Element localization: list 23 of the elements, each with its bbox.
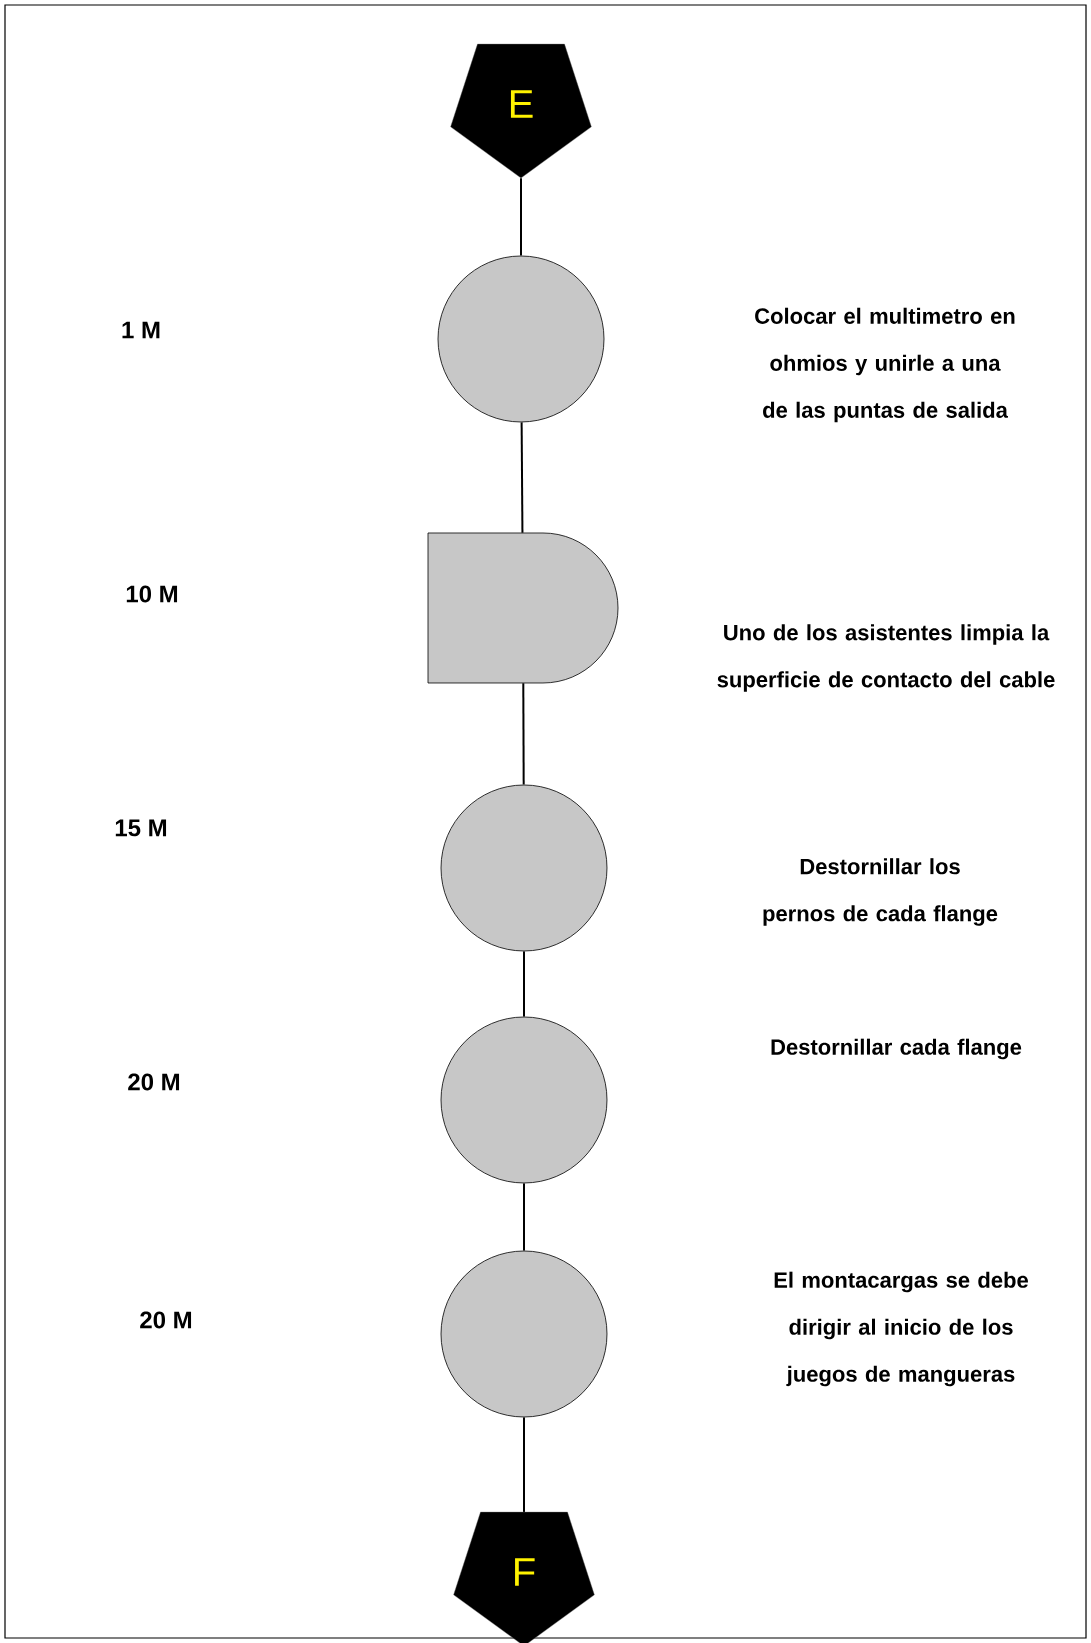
connector-line — [523, 950, 525, 1018]
connector-line — [523, 1182, 525, 1252]
operation-circle — [440, 1250, 608, 1418]
step-description: Destornillar los pernos de cada flange — [763, 858, 998, 926]
time-label: 10 M — [126, 585, 178, 603]
time-label: 20 M — [128, 1073, 180, 1091]
terminal-pentagon: F — [453, 1511, 595, 1643]
step-description: Uno de los asistentes limpia la superficie de contacto del cable — [717, 624, 1055, 692]
step-description: Colocar el multimetro en ohmios y unirle a una de las puntas de salida — [755, 307, 1015, 423]
connector-line — [520, 421, 524, 534]
step-description: Destornillar cada flange — [771, 1038, 1022, 1060]
connector-line — [522, 682, 525, 786]
connector-line — [520, 177, 522, 257]
time-label: 1 M — [122, 321, 160, 339]
operation-circle — [440, 784, 608, 952]
delay-shape — [427, 532, 619, 684]
time-label: 20 M — [140, 1311, 192, 1329]
operation-circle — [437, 255, 605, 423]
connector-line — [523, 1416, 525, 1513]
operation-circle — [440, 1016, 608, 1184]
terminal-pentagon: E — [450, 43, 592, 179]
time-label: 15 M — [115, 819, 167, 837]
step-description: El montacargas se debe dirigir al inicio de los juegos de mangueras — [774, 1271, 1028, 1387]
